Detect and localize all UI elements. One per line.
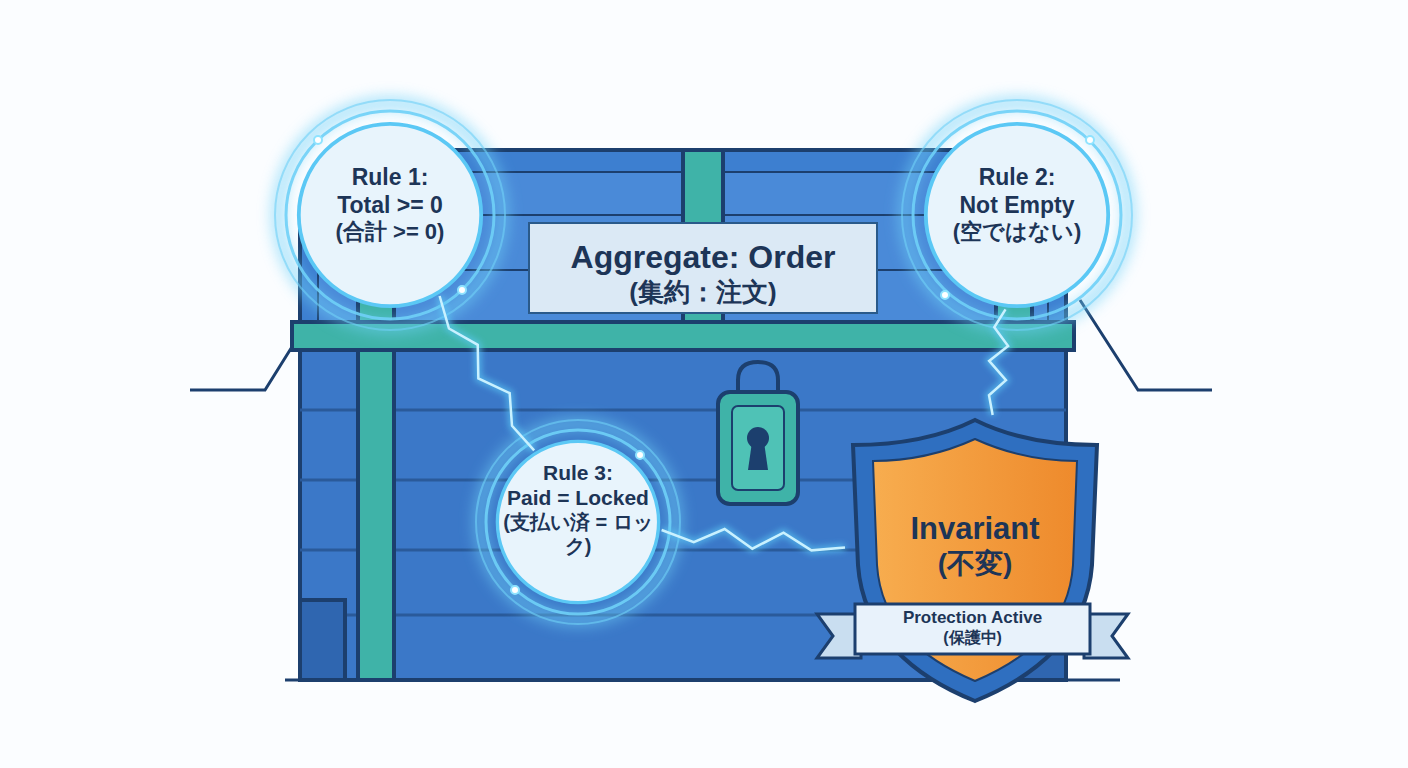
circle-glow — [486, 430, 670, 614]
rule-circle: Rule 2:Not Empty(空ではない) — [922, 120, 1112, 310]
node-heading: Rule 3: — [543, 460, 613, 485]
circle-outline — [497, 441, 658, 602]
sparkle — [941, 291, 949, 299]
node-text: (合計 >= 0) — [336, 219, 445, 245]
node-heading: Protection Active — [903, 608, 1042, 628]
protection-ribbon: Protection Active(保護中) — [815, 600, 1130, 662]
node-text: (不変) — [938, 547, 1013, 581]
node-heading: Invariant — [910, 510, 1039, 547]
lock-symbol — [748, 442, 768, 470]
node-heading: Aggregate: Order — [571, 238, 836, 276]
circle-glow — [286, 111, 494, 319]
node-text: Total >= 0 — [337, 192, 443, 220]
lightning-connector — [440, 296, 535, 450]
invariant-shield: Invariant(不変)Protection Active(保護中) — [845, 415, 1105, 705]
sparkle — [511, 586, 519, 594]
node-heading: Rule 2: — [979, 164, 1056, 192]
connector-line — [662, 529, 845, 550]
lock-symbol — [732, 406, 784, 490]
circle-glow — [902, 100, 1132, 330]
circle-glow — [905, 103, 1129, 327]
node-text: Paid = Locked — [507, 485, 649, 510]
shield-outline — [853, 420, 1097, 701]
sparkle — [1086, 136, 1094, 144]
chest-body — [300, 409, 1066, 412]
rule-circle: Rule 1:Total >= 0(合計 >= 0) — [295, 120, 485, 310]
aggregate-banner: Aggregate: Order(集約：注文) — [528, 222, 878, 314]
circle-outline — [926, 124, 1108, 306]
node-body: Rule 2:Not Empty(空ではない) — [922, 120, 1112, 310]
connector-glow — [440, 296, 535, 450]
lightning-connector — [662, 529, 845, 550]
rule-circle: Rule 3:Paid = Locked(支払い済 = ロック) — [494, 438, 662, 606]
chest-body — [300, 345, 1066, 680]
node-text: (保護中) — [943, 628, 1002, 647]
chest-body — [358, 350, 394, 680]
chest-body — [300, 600, 345, 680]
connector-glow — [989, 309, 1008, 415]
node-body: Rule 3:Paid = Locked(支払い済 = ロック) — [494, 438, 662, 606]
node-body: Protection Active(保護中) — [815, 600, 1130, 662]
circle-glow — [278, 103, 502, 327]
node-text: (空ではない) — [953, 219, 1082, 245]
sparkle — [314, 136, 322, 144]
sparkle — [458, 286, 466, 294]
circle-glow — [913, 111, 1121, 319]
lock-symbol — [718, 392, 798, 504]
sparkle — [636, 451, 644, 459]
node-text: (支払い済 = ロック) — [503, 510, 653, 558]
node-text: Not Empty — [960, 192, 1075, 220]
circle-glow — [480, 424, 676, 620]
node-body: Invariant(不変) — [845, 415, 1105, 705]
connector-line — [989, 309, 1008, 415]
circle-glow — [476, 420, 680, 624]
circle-glow — [275, 100, 1132, 624]
node-text: (集約：注文) — [629, 277, 776, 308]
ribbon-band — [855, 604, 1090, 654]
node-body: Aggregate: Order(集約：注文) — [530, 224, 876, 312]
lightning-connector — [989, 309, 1008, 415]
node-body: Rule 1:Total >= 0(合計 >= 0) — [295, 120, 485, 310]
lock-symbol — [718, 362, 798, 504]
sparkle — [314, 136, 1094, 594]
leader-line — [1080, 300, 1212, 390]
circle-glow — [275, 100, 505, 330]
node-heading: Rule 1: — [352, 164, 429, 192]
connector-line — [440, 296, 535, 450]
circle-outline — [299, 124, 481, 306]
connector-glow — [662, 529, 845, 550]
